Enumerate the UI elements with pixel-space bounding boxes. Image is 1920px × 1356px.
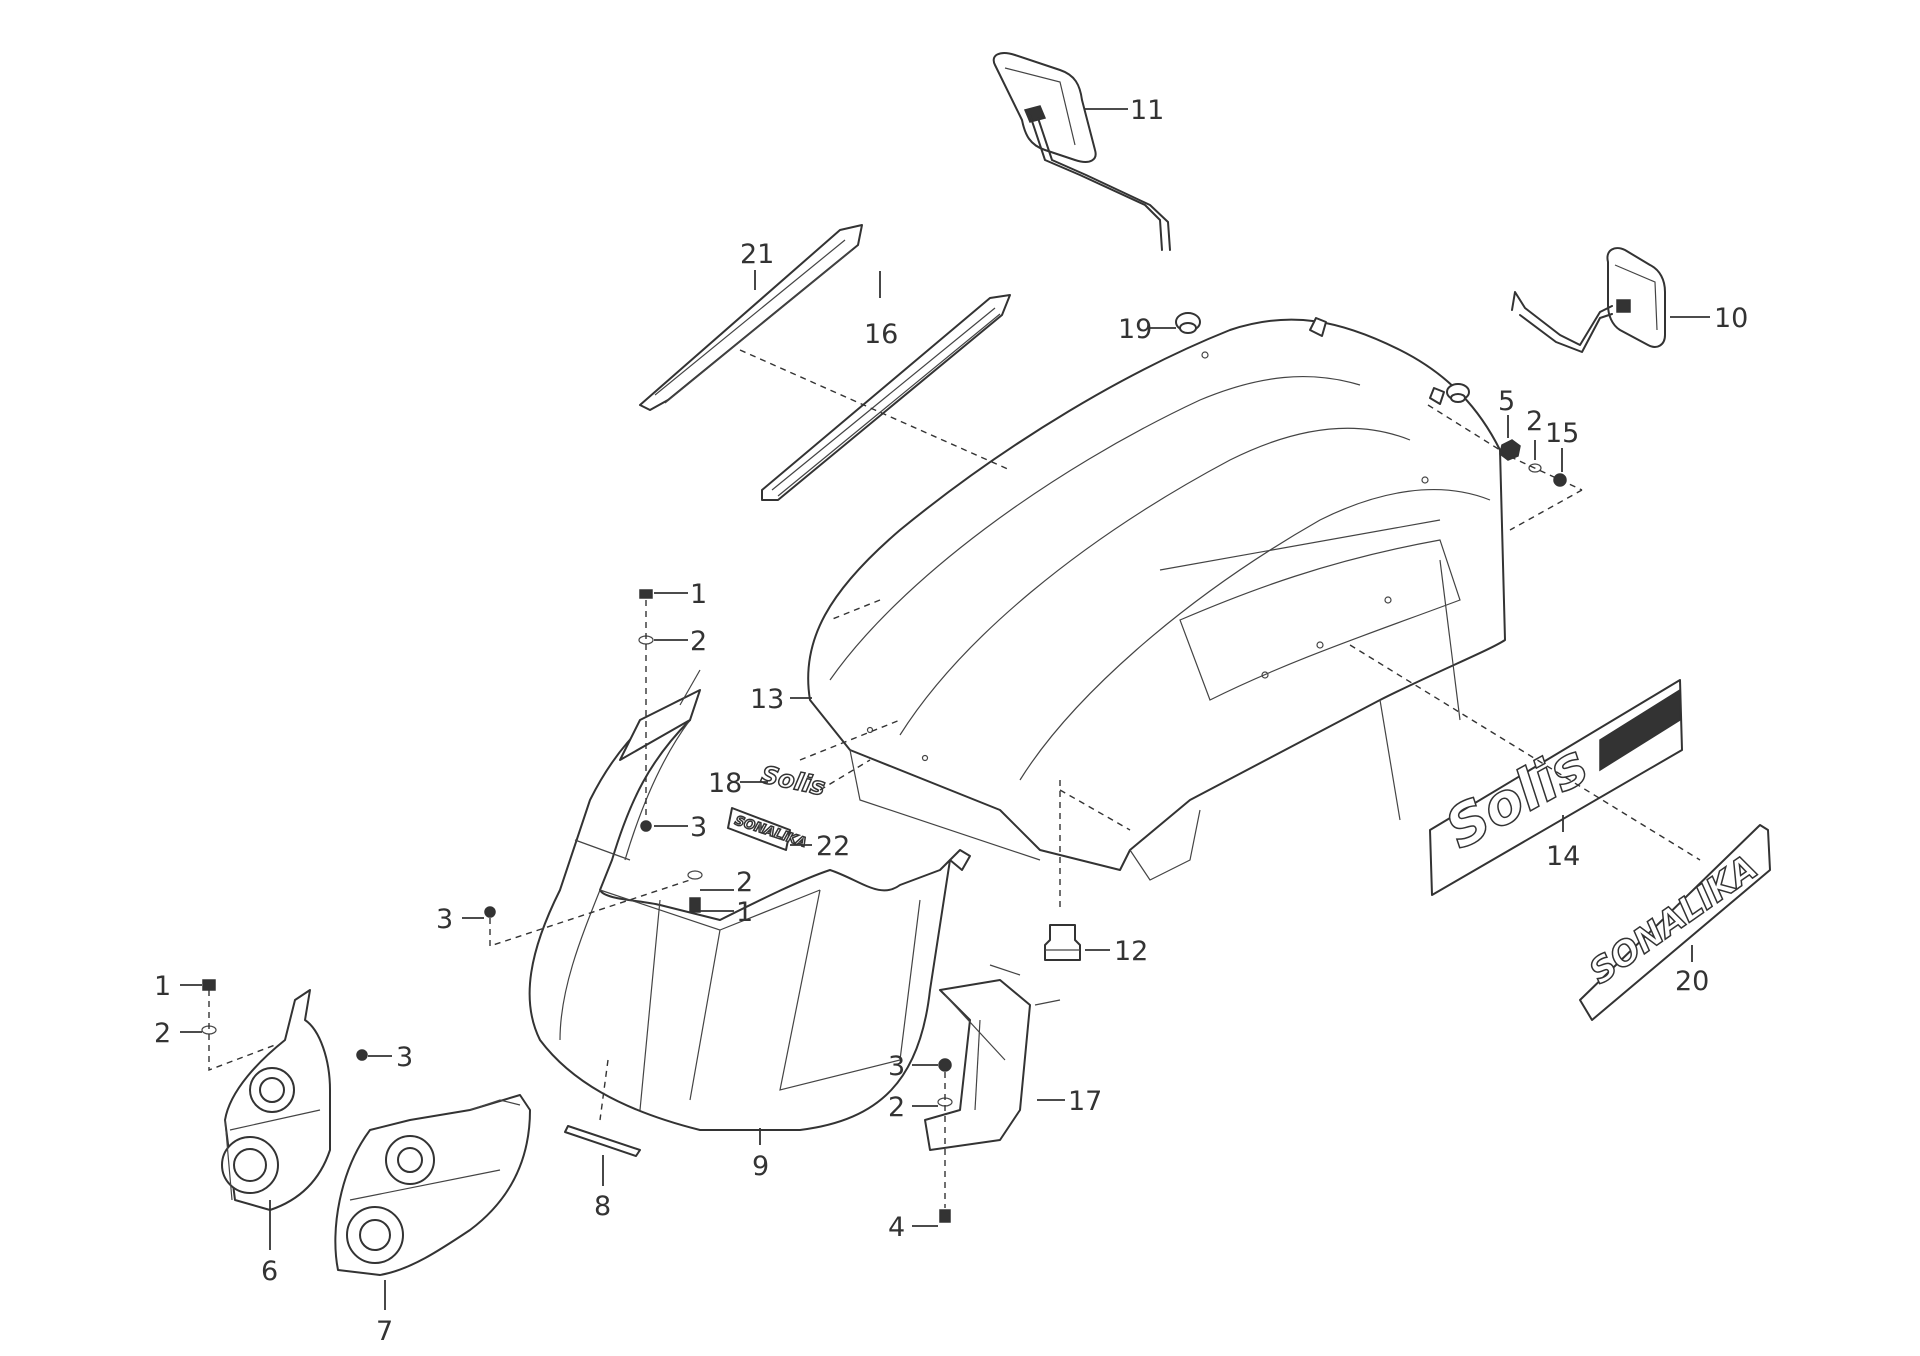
badge-18-text: Solis xyxy=(759,760,828,801)
emblem-20-text: SONALIKA xyxy=(1582,848,1765,993)
hood-part-13 xyxy=(807,317,1506,881)
mirror-part-11 xyxy=(992,52,1171,251)
callout-2a: 2 xyxy=(690,626,707,657)
callout-4: 4 xyxy=(888,1212,905,1243)
headlamp-part-6 xyxy=(221,989,331,1211)
callout-3a: 3 xyxy=(690,812,707,843)
hardware-5-2-15 xyxy=(1499,439,1583,531)
callout-9: 9 xyxy=(752,1151,769,1182)
callout-2b: 2 xyxy=(736,867,753,898)
callout-22: 22 xyxy=(816,831,850,862)
hardware-left xyxy=(201,979,368,1072)
callout-8: 8 xyxy=(594,1191,611,1222)
assembly-lines xyxy=(599,349,1701,1121)
callout-3d: 3 xyxy=(888,1051,905,1082)
leader-lines xyxy=(180,108,1710,1310)
grille-part-21 xyxy=(639,224,863,411)
callout-20: 20 xyxy=(1675,966,1709,997)
callout-2c: 2 xyxy=(154,1018,171,1049)
badge-part-18: Solis xyxy=(758,760,828,802)
callout-5: 5 xyxy=(1498,386,1515,417)
callout-1b: 1 xyxy=(736,897,753,928)
hardware-column-center xyxy=(638,589,654,832)
callout-1c: 1 xyxy=(154,971,171,1002)
strip-part-8 xyxy=(564,1125,641,1157)
callout-3b: 3 xyxy=(436,904,453,935)
bracket-part-17 xyxy=(924,964,1061,1151)
headlamp-part-7 xyxy=(334,1094,531,1276)
grille-part-16 xyxy=(761,294,1011,501)
callout-18: 18 xyxy=(708,768,742,799)
callout-2d: 2 xyxy=(888,1092,905,1123)
hardware-bracket xyxy=(937,1058,953,1223)
callout-16: 16 xyxy=(864,319,898,350)
hardware-mid xyxy=(484,870,703,947)
callout-19: 19 xyxy=(1118,314,1152,345)
plug-part-12 xyxy=(1044,924,1081,961)
callout-labels: 1 2 3 2 1 3 1 2 3 3 2 4 6 7 8 9 10 11 12… xyxy=(154,95,1748,1347)
callout-12: 12 xyxy=(1114,936,1148,967)
callout-21: 21 xyxy=(740,239,774,270)
callout-1a: 1 xyxy=(690,579,707,610)
callout-6: 6 xyxy=(261,1256,278,1287)
callout-14: 14 xyxy=(1546,841,1580,872)
grommet-right xyxy=(1446,383,1470,403)
front-shell-part-9 xyxy=(528,669,971,1131)
callout-7: 7 xyxy=(376,1316,393,1347)
callout-13: 13 xyxy=(750,684,784,715)
callout-10: 10 xyxy=(1714,303,1748,334)
callout-2e: 2 xyxy=(1526,406,1543,437)
grommet-part-19 xyxy=(1175,312,1201,334)
callout-17: 17 xyxy=(1068,1086,1102,1117)
mirror-part-10 xyxy=(1511,247,1666,353)
callout-3c: 3 xyxy=(396,1042,413,1073)
callout-11: 11 xyxy=(1130,95,1164,126)
callout-15: 15 xyxy=(1545,418,1579,449)
